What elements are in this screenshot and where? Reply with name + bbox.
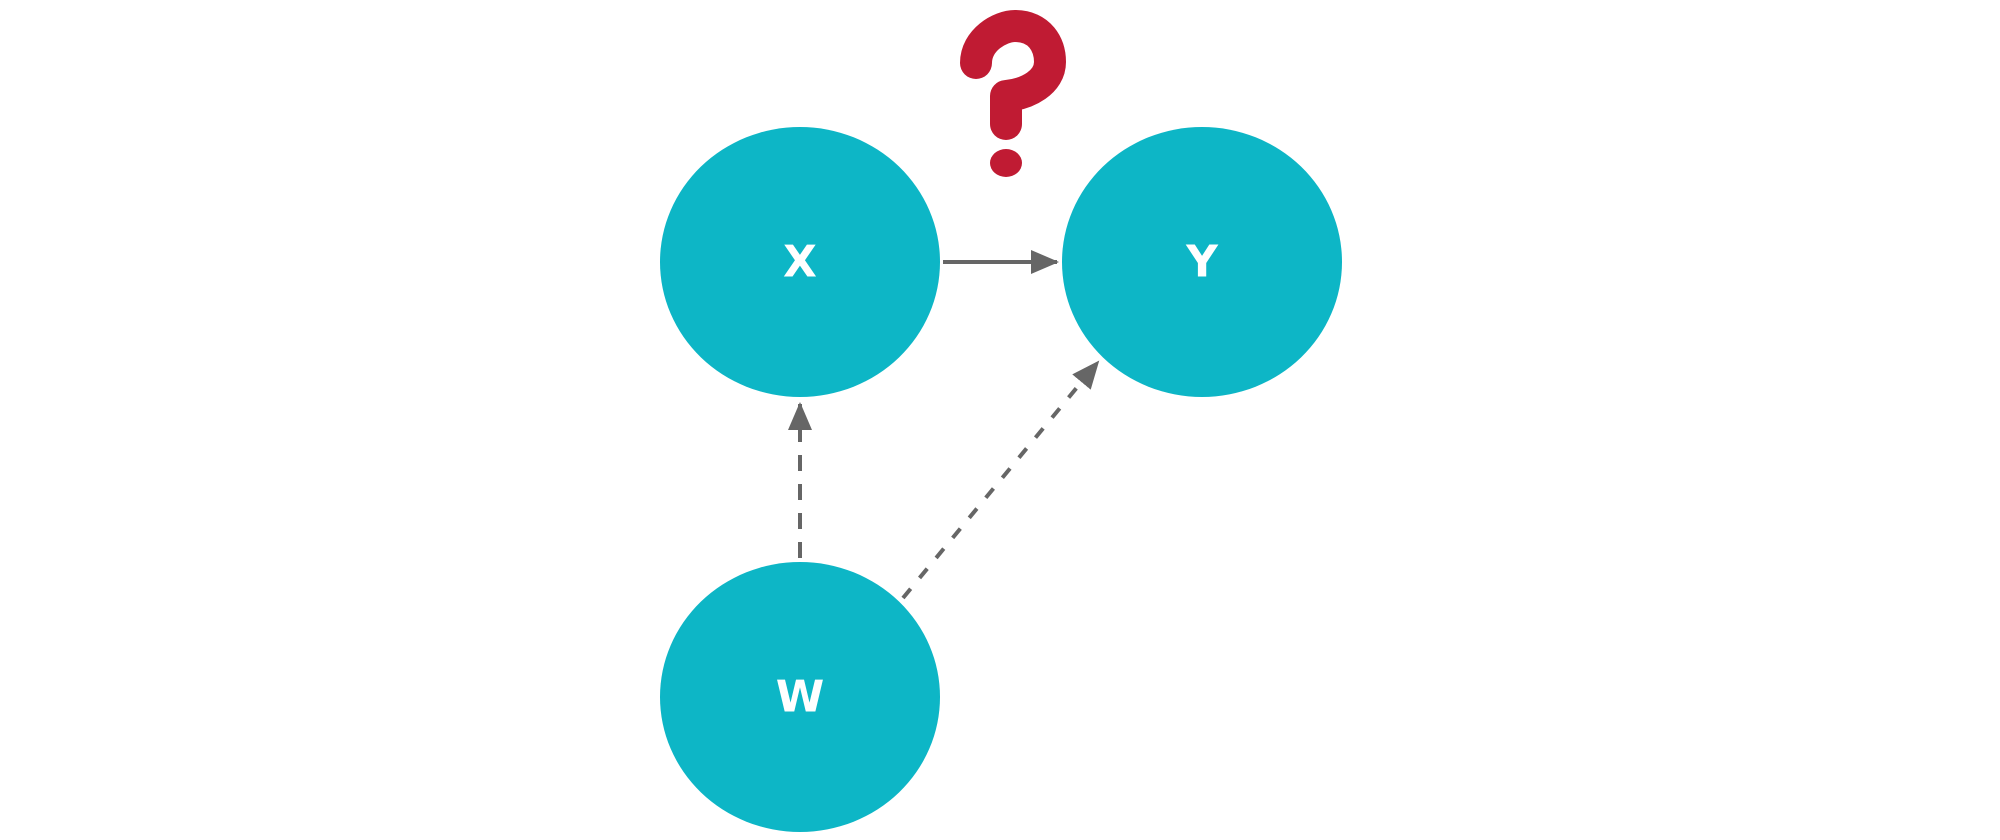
node-w-label: W	[776, 672, 825, 723]
node-w: W	[660, 562, 940, 832]
question-mark-icon	[960, 10, 1066, 177]
node-w-circle	[660, 562, 940, 832]
node-y-label: Y	[1185, 237, 1219, 288]
node-y-circle	[1062, 127, 1342, 397]
node-x-circle	[660, 127, 940, 397]
edge-w-to-y	[901, 360, 1100, 600]
node-y: Y	[1062, 127, 1342, 397]
node-x: X	[660, 127, 940, 397]
node-x-label: X	[783, 237, 817, 288]
